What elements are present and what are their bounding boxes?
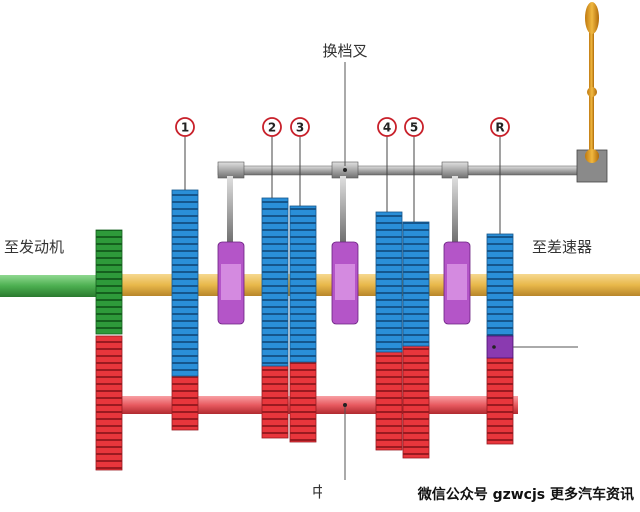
engine-label: 至发动机	[4, 238, 64, 256]
gear-number-1: 1	[181, 121, 189, 135]
gear-number-2: 2	[268, 121, 276, 135]
gear-number-2-marker: 2	[262, 117, 282, 198]
countershaft-gear-r	[486, 357, 514, 445]
fork-leg	[227, 176, 233, 242]
fork-leg	[452, 176, 458, 242]
input-shaft	[0, 275, 110, 297]
fork-collar	[217, 161, 245, 179]
gear-number-5: 5	[410, 121, 418, 135]
gear-number-1-marker: 1	[175, 117, 195, 190]
gear-number-5-marker: 5	[404, 117, 424, 222]
countershaft-gear-2	[261, 365, 289, 439]
countershaft-gear-5	[402, 345, 430, 459]
countershaft-drive-gear	[95, 335, 123, 471]
differential-label: 至差速器	[532, 238, 592, 256]
gear-2	[261, 197, 289, 367]
countershaft-gear-3	[289, 361, 317, 443]
gear-number-4-marker: 4	[377, 117, 397, 212]
fork-collar	[441, 161, 469, 179]
shift-knob	[585, 2, 599, 34]
gear-1	[171, 189, 199, 377]
gear-5	[402, 221, 430, 347]
gear-r	[486, 233, 514, 337]
gear-number-r-marker: R	[490, 117, 510, 234]
gear-number-4: 4	[383, 121, 391, 135]
fork-label: 换档叉	[322, 42, 367, 60]
fork-leg	[340, 176, 346, 242]
gear-number-3-marker: 3	[290, 117, 310, 206]
countershaft-gear-4	[375, 351, 403, 451]
gear-4	[375, 211, 403, 353]
reverse-idler	[486, 335, 514, 359]
gear-number-r: R	[495, 121, 504, 135]
watermark-bg	[322, 480, 640, 506]
watermark-text: 微信公众号 gzwcjs 更多汽车资讯	[417, 486, 634, 503]
input-gear	[95, 229, 123, 335]
gear-number-3: 3	[296, 121, 304, 135]
countershaft-gear-1	[171, 375, 199, 431]
gear-3	[289, 205, 317, 363]
